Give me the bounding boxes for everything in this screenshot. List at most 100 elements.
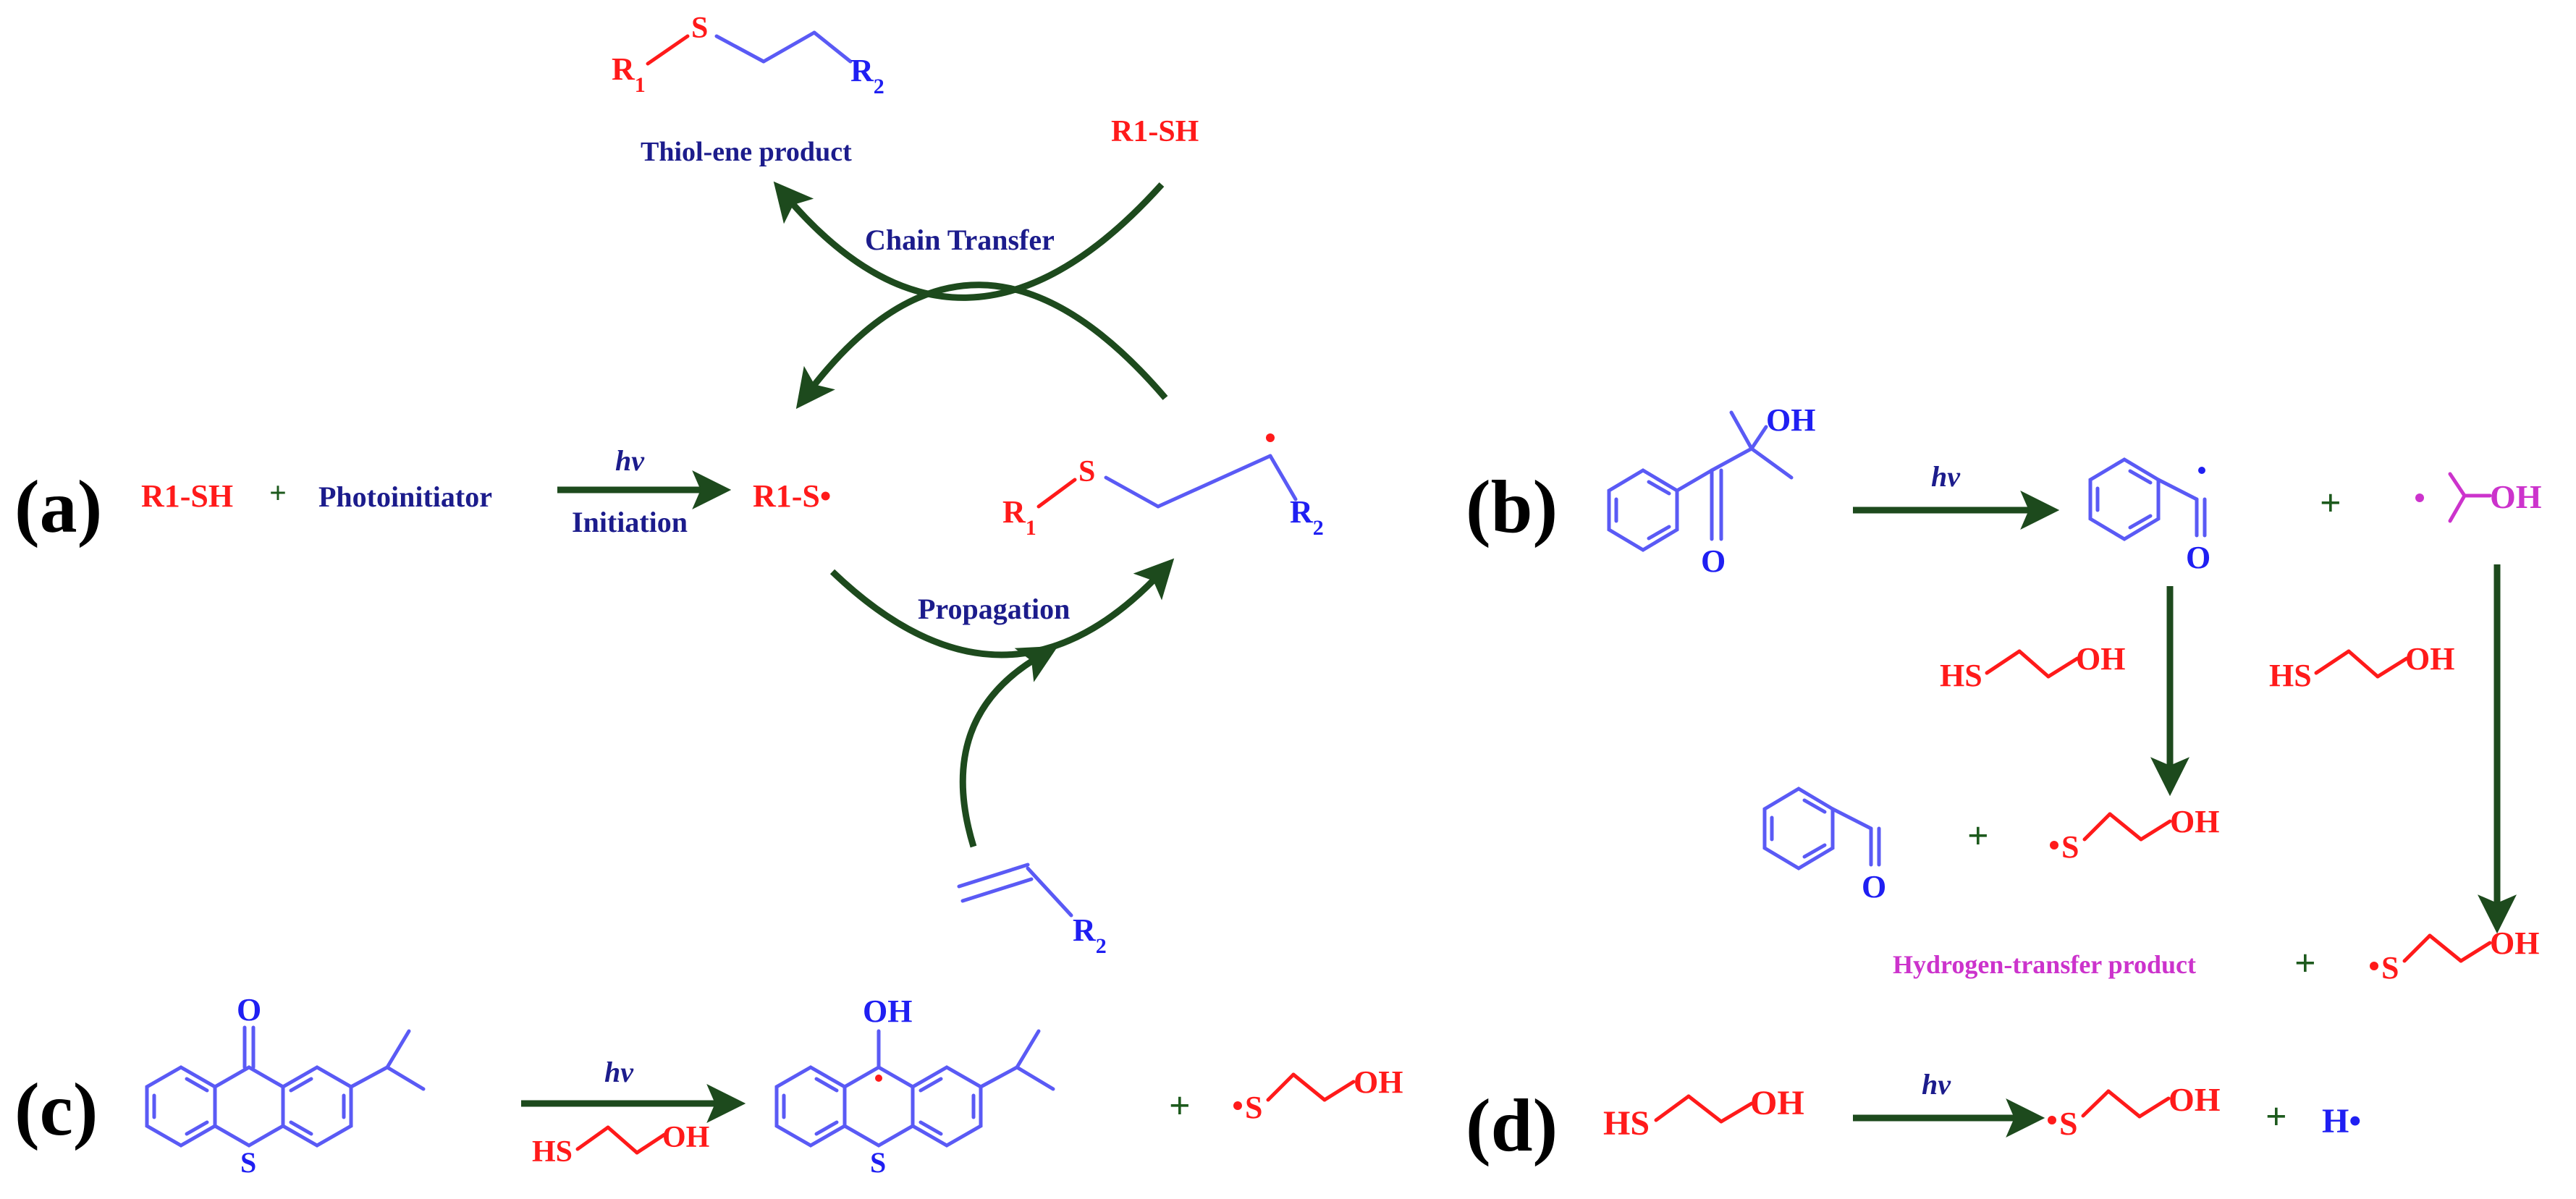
photoinitiator-structure: O OH xyxy=(1607,402,1815,579)
thiyl-b1-bond-2 xyxy=(2108,812,2143,842)
benzoyl-radical-structure: O xyxy=(2088,457,2210,575)
thiyl-d-oh: OH xyxy=(2169,1081,2221,1118)
d-reactant-oh: OH xyxy=(1750,1084,1804,1122)
d-hv: hv xyxy=(1922,1068,1951,1101)
reagent-right-oh: OH xyxy=(2405,641,2454,677)
initiation-hv: hv xyxy=(615,444,645,477)
thiyl-b2-bond-1 xyxy=(2402,933,2432,963)
alkene-double-bond-2 xyxy=(960,877,1034,903)
thiyl-b2-oh: OH xyxy=(2490,925,2539,961)
ketyl-plus: + xyxy=(1169,1085,1191,1127)
product-bond-c-c xyxy=(761,30,816,64)
thiyl-c-radical-dot xyxy=(1233,1101,1242,1110)
thiyl-radical-product-d: S OH xyxy=(2048,1081,2221,1142)
initiation-label: Initiation xyxy=(572,506,688,538)
thiyl-b1-oh: OH xyxy=(2170,804,2219,839)
d-reactant-bond-1 xyxy=(1654,1094,1691,1122)
ketyl-left-ring-double-2 xyxy=(814,1077,839,1093)
thiyl-b1-bond-1 xyxy=(2082,812,2112,842)
panel-c-label: (c) xyxy=(14,1068,98,1151)
thiyl-radical-product-b2: S OH xyxy=(2370,925,2539,986)
itx-structure: O S xyxy=(145,992,426,1179)
benzoyl-radical-dot xyxy=(2198,467,2205,474)
photoinitiator-label: Photoinitiator xyxy=(318,480,492,513)
ketyl-left-ring xyxy=(774,1065,847,1148)
thiyl-d-bond-2 xyxy=(2106,1089,2142,1119)
thiyl-d-bond-3 xyxy=(2137,1096,2171,1119)
itx-left-ring-double-2 xyxy=(185,1077,209,1093)
reagent-right-bond-2 xyxy=(2347,649,2380,679)
regeneration-arrow xyxy=(795,281,1168,410)
itx-reagent-hs: HS xyxy=(532,1135,573,1169)
ketyl-oh: OH xyxy=(863,993,912,1029)
benzaldehyde-ring-double-3 xyxy=(1802,843,1827,859)
product-bond-c-r2 xyxy=(812,30,853,64)
propagation-arrow xyxy=(829,558,1175,658)
itx-reagent-oh: OH xyxy=(662,1121,709,1154)
hydroxyalkyl-radical-structure: OH xyxy=(2415,472,2542,523)
hydroxyalkyl-oh: OH xyxy=(2490,478,2542,515)
benzoyl-ring-double-3 xyxy=(2128,514,2153,530)
alkene-feed-arrow xyxy=(959,645,1058,848)
itx-reagent-bond-3 xyxy=(635,1132,667,1155)
thiyl-d-bond-1 xyxy=(2081,1089,2111,1118)
reagent-right-bond-3 xyxy=(2376,656,2409,679)
ketyl-bond-isopropyl xyxy=(979,1065,1019,1089)
pi-bond-methyl-1 xyxy=(1729,410,1754,451)
ketyl-isopropyl-1 xyxy=(1015,1029,1041,1069)
chain-transfer-label: Chain Transfer xyxy=(865,224,1055,256)
reagent-right-hs: HS xyxy=(2269,658,2312,693)
intermediate-r2-label: R2 xyxy=(1290,494,1324,540)
mercaptoethanol-d: HS OH xyxy=(1603,1084,1804,1143)
itx-bond-isopropyl xyxy=(349,1065,389,1089)
initiation-plus: + xyxy=(269,477,287,510)
product-r1-label: R1 xyxy=(612,51,646,97)
reagent-right-bond-1 xyxy=(2314,649,2351,675)
thiol-ene-product-label: Thiol-ene product xyxy=(641,137,852,167)
pi-bond-ring-co xyxy=(1675,468,1714,493)
hydrogen-transfer-product-label: Hydrogen-transfer product xyxy=(1893,950,2196,979)
thiyl-b1-radical-dot xyxy=(2050,841,2058,850)
d-reactant-bond-2 xyxy=(1686,1094,1723,1124)
intermediate-bond-r1-s xyxy=(1036,478,1077,509)
panel-b-label: (b) xyxy=(1466,465,1558,548)
benzoyl-bond-c xyxy=(2156,478,2199,501)
thiyl-b2-radical-dot xyxy=(2370,962,2378,970)
reagent-left-bond-2 xyxy=(2017,649,2051,679)
intermediate-bond-c-r2 xyxy=(1268,454,1298,501)
panel-d: (d) HS OH hv S OH + H• xyxy=(1466,1068,2361,1167)
d-plus: + xyxy=(2265,1096,2287,1137)
intermediate-radical-dot xyxy=(1266,433,1275,442)
benzaldehyde-bond-cho xyxy=(1830,807,1873,831)
pi-hydroxyl: OH xyxy=(1766,402,1815,438)
pi-bond-methyl-2 xyxy=(1749,446,1794,480)
itx-reagent-bond-2 xyxy=(606,1125,639,1155)
benzaldehyde-o: O xyxy=(1862,869,1886,904)
reagent-left-bond-3 xyxy=(2046,656,2079,679)
cleavage-plus: + xyxy=(2320,483,2341,524)
itx-center-ring xyxy=(213,1065,285,1148)
ketyl-right-ring xyxy=(911,1065,983,1148)
d-reactant-hs: HS xyxy=(1603,1104,1650,1143)
product-bond-r1-s xyxy=(646,34,690,66)
hydroxyalkyl-bond-1 xyxy=(2448,472,2467,498)
thiyl-c-bond-1 xyxy=(1266,1072,1296,1102)
product-r2-label: R2 xyxy=(850,53,884,98)
benzaldehyde-plus: + xyxy=(1967,815,1989,857)
itx-reagent-mercaptoethanol: HS OH xyxy=(532,1121,709,1169)
pi-carbonyl-o: O xyxy=(1701,543,1726,579)
alkene-bond-r2 xyxy=(1026,866,1073,918)
propagation-label: Propagation xyxy=(918,593,1070,625)
mercaptoethanol-reagent-right: HS OH xyxy=(2269,641,2454,693)
pi-bond-oh xyxy=(1749,425,1768,451)
benzaldehyde-structure: O xyxy=(1762,787,1886,904)
reagent-left-oh: OH xyxy=(2076,641,2125,677)
pi-benzene-ring xyxy=(1607,468,1679,552)
thiyl-radical-product-b1: S OH xyxy=(2050,804,2219,865)
itx-sulfur: S xyxy=(240,1146,256,1179)
reagent-left-bond-1 xyxy=(1985,649,2022,675)
thiyl-b2-s: S xyxy=(2381,950,2399,986)
hydrogen-transfer-plus: + xyxy=(2294,943,2316,984)
thiol-r1sh-top: R1-SH xyxy=(1111,115,1199,148)
